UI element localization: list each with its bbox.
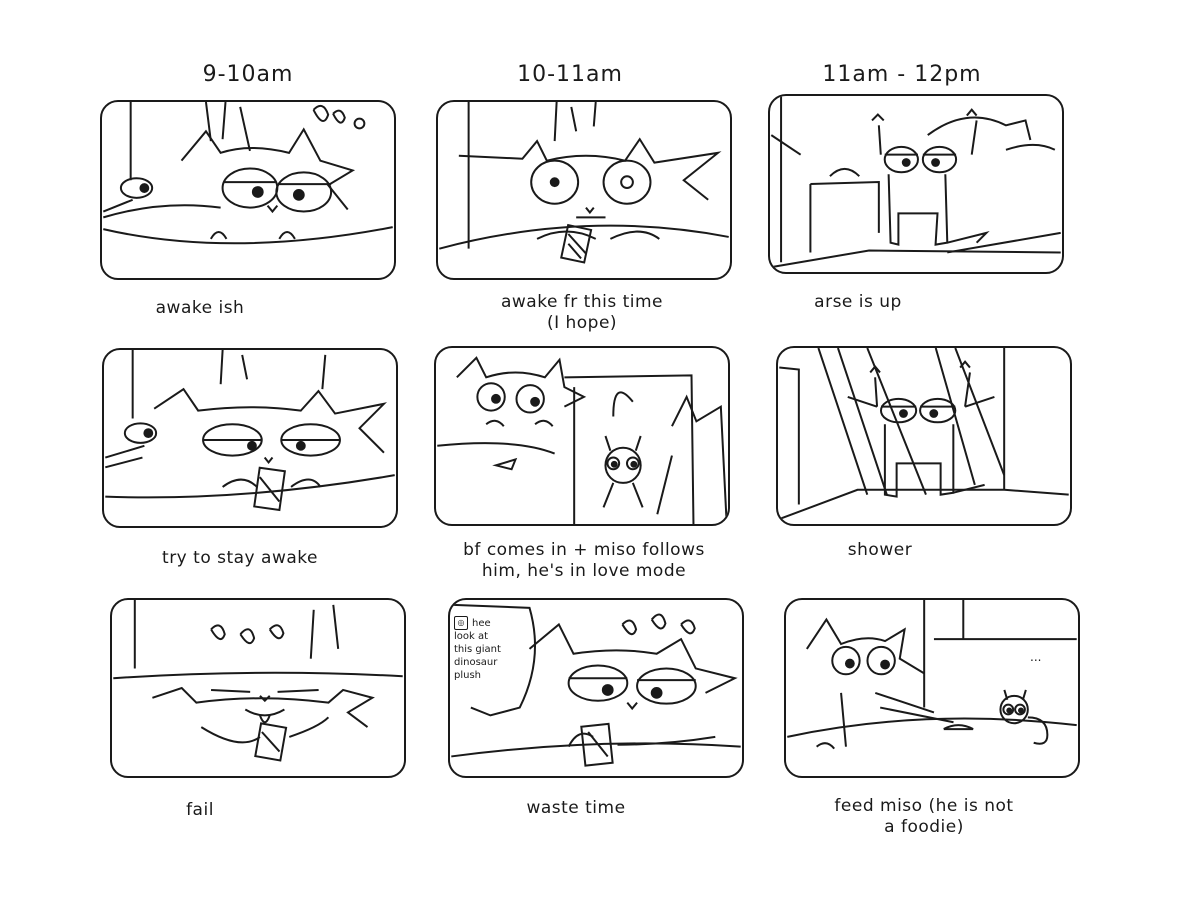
panel-3-arse-is-up bbox=[768, 94, 1064, 274]
panel-9-feed-miso bbox=[784, 598, 1080, 778]
panel-2-sketch bbox=[438, 102, 730, 278]
column-heading-3: 11am - 12pm bbox=[822, 62, 982, 87]
panel-4-sketch bbox=[104, 350, 396, 526]
bubble-username: hee bbox=[472, 618, 491, 629]
caption-4: try to stay awake bbox=[162, 548, 318, 568]
caption-1: awake ish bbox=[155, 298, 245, 318]
panel-2-awake-fr bbox=[436, 100, 732, 280]
panel-1-awake-ish bbox=[100, 100, 396, 280]
panel-6-sketch bbox=[778, 348, 1070, 524]
speech-bubble: ◎ hee look at this giant dinosaur plush bbox=[454, 603, 530, 695]
panel-7-fail bbox=[110, 598, 406, 778]
panel-8-waste-time bbox=[448, 598, 744, 778]
panel-3-sketch bbox=[770, 96, 1062, 272]
camera-icon: ◎ bbox=[454, 616, 468, 630]
panel-4-try-stay-awake bbox=[102, 348, 398, 528]
caption-5: bf comes in + miso follows him, he's in … bbox=[463, 540, 705, 581]
panel-6-shower bbox=[776, 346, 1072, 526]
caption-2: awake fr this time (I hope) bbox=[500, 292, 664, 333]
panel-5-bf-comes-in bbox=[434, 346, 730, 526]
bubble-text: look at this giant dinosaur plush bbox=[454, 631, 501, 681]
caption-7: fail bbox=[186, 800, 214, 820]
column-heading-1: 9-10am bbox=[202, 62, 294, 87]
panel-8-sketch bbox=[450, 600, 742, 776]
panel-7-sketch bbox=[112, 600, 404, 776]
column-heading-2: 10-11am bbox=[517, 62, 623, 87]
ellipsis: ... bbox=[1030, 650, 1042, 664]
caption-8: waste time bbox=[526, 798, 626, 818]
panel-1-sketch bbox=[102, 102, 394, 278]
caption-9: feed miso (he is not a foodie) bbox=[834, 796, 1014, 837]
caption-3: arse is up bbox=[814, 292, 902, 312]
panel-5-sketch bbox=[436, 348, 728, 524]
caption-6: shower bbox=[847, 540, 913, 560]
panel-9-sketch bbox=[786, 600, 1078, 776]
